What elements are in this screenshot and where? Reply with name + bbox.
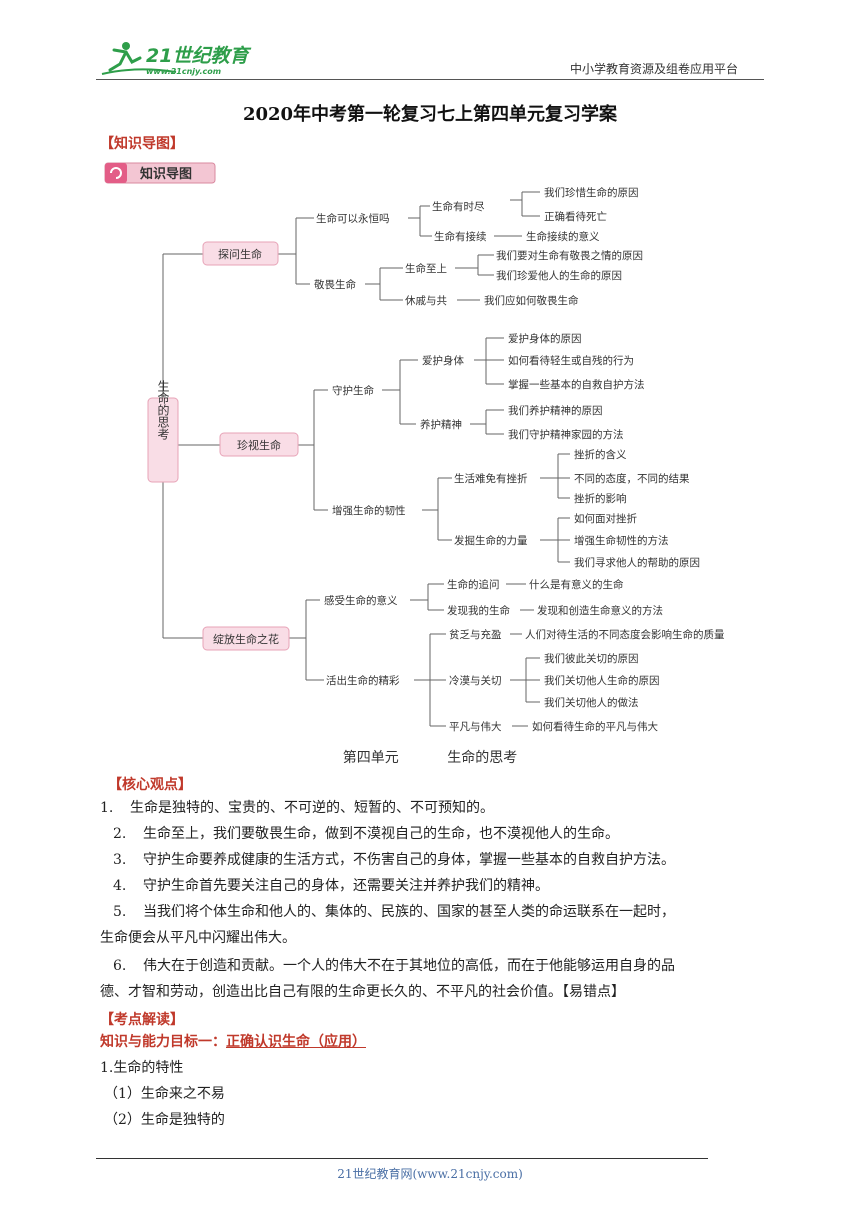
core-point-6-cont: 德、才智和劳动，创造出比自己有限的生命更长久的、不平凡的社会价值。【易错点】 xyxy=(100,984,625,1000)
footer-link[interactable]: 21世纪教育网(www.21cnjy.com) xyxy=(337,1167,523,1181)
node-b2-l4d-1: 增强生命韧性的方法 xyxy=(574,534,669,547)
node-b1-l3b: 生命有接续 xyxy=(434,230,487,243)
sub-point-1: （1）生命来之不易 xyxy=(104,1086,225,1102)
node-b1-l2a: 生命可以永恒吗 xyxy=(316,212,390,225)
node-b2-l4d-2: 我们寻求他人的帮助的原因 xyxy=(574,556,700,569)
node-b1-l4c-1: 我们珍爱他人的生命的原因 xyxy=(496,269,622,282)
knowledge-map-badge: 知识导图 xyxy=(104,162,216,184)
branch-label-bloom: 绽放生命之花 xyxy=(213,632,279,646)
node-b1-l4b: 生命接续的意义 xyxy=(526,230,600,243)
node-b2-l4a-2: 掌握一些基本的自救自护方法 xyxy=(508,378,645,391)
node-b2-l2b: 增强生命的韧性 xyxy=(332,504,406,517)
life-characteristics-heading: 1.生命的特性 xyxy=(100,1060,184,1076)
node-b2-l4a-0: 爱护身体的原因 xyxy=(508,332,582,345)
node-b3-l3e: 平凡与伟大 xyxy=(449,720,502,733)
document-title: 2020年中考第一轮复习七上第四单元复习学案 xyxy=(242,104,618,125)
node-b1-l4d: 我们应如何敬畏生命 xyxy=(484,294,579,307)
node-b2-l3c: 生活难免有挫折 xyxy=(454,472,528,485)
node-b2-l4c-0: 挫折的含义 xyxy=(574,448,627,461)
platform-name: 中小学教育资源及组卷应用平台 xyxy=(570,62,739,76)
node-b3-l3d: 冷漠与关切 xyxy=(449,674,502,687)
node-b1-l4c-0: 我们要对生命有敬畏之情的原因 xyxy=(496,249,643,262)
core-point-5-cont: 生命便会从平凡中闪耀出伟大。 xyxy=(100,930,296,946)
core-point-6: 6.伟大在于创造和贡献。一个人的伟大不在于其地位的高低，而在于他能够运用自身的品 xyxy=(113,958,675,974)
node-b3-l4e: 如何看待生命的平凡与伟大 xyxy=(532,720,658,733)
branch-node-cherish: 珍视生命 xyxy=(219,432,299,457)
node-b2-l4a-1: 如何看待轻生或自残的行为 xyxy=(508,354,634,367)
section-exam-points: 【考点解读】 xyxy=(100,1012,184,1028)
core-point-5: 5.当我们将个体生命和他人的、集体的、民族的、国家的甚至人类的命运联系在一起时， xyxy=(113,904,675,920)
logo-runner-icon: 21世纪教育 www.21cnjy.com xyxy=(101,42,251,76)
core-point-2: 2.生命至上，我们要敬畏生命，做到不漠视自己的生命，也不漠视他人的生命。 xyxy=(113,826,619,842)
node-b2-l4c-1: 不同的态度，不同的结果 xyxy=(574,472,690,485)
node-b2-l4d-0: 如何面对挫折 xyxy=(574,512,637,525)
core-point-3: 3.守护生命要养成健康的生活方式，不伤害自己的身体，掌握一些基本的自救自护方法。 xyxy=(113,852,675,868)
node-b3-l3a: 生命的追问 xyxy=(447,578,500,591)
node-b3-l4c: 人们对待生活的不同态度会影响生命的质量 xyxy=(525,628,725,641)
node-b1-l3d: 休戚与共 xyxy=(405,295,447,307)
goal-heading: 知识与能力目标一：正确认识生命（应用） xyxy=(100,1034,366,1050)
node-b1-l4a-0: 我们珍惜生命的原因 xyxy=(544,186,639,199)
branch-node-bloom: 绽放生命之花 xyxy=(202,626,290,651)
knowledge-mindmap: 知识导图 生命的思考 探问生命 珍视生命 绽放生命之花 生命可以永恒吗 生命有时… xyxy=(104,162,725,733)
branch-node-explore: 探问生命 xyxy=(202,241,279,266)
node-b3-l4d-1: 我们关切他人生命的原因 xyxy=(544,674,660,687)
node-b2-l3a: 爱护身体 xyxy=(422,354,464,367)
node-b2-l3b: 养护精神 xyxy=(420,418,462,431)
node-b3-l4a: 什么是有意义的生命 xyxy=(529,578,624,591)
logo-url: www.21cnjy.com xyxy=(146,67,221,76)
root-node: 生命的思考 xyxy=(147,380,179,483)
node-b2-l2a: 守护生命 xyxy=(332,384,374,397)
core-point-4: 4.守护生命首先要关注自己的身体，还需要关注并养护我们的精神。 xyxy=(113,878,549,894)
node-b3-l2a: 感受生命的意义 xyxy=(324,594,398,607)
node-b3-l3b: 发现我的生命 xyxy=(447,604,510,617)
section-core-points: 【核心观点】 xyxy=(108,777,192,793)
node-b3-l3c: 贫乏与充盈 xyxy=(449,628,502,641)
node-b3-l4d-2: 我们关切他人的做法 xyxy=(544,696,639,709)
caption-name: 生命的思考 xyxy=(447,750,518,766)
node-b2-l4b-0: 我们养护精神的原因 xyxy=(508,404,603,417)
branch-label-explore: 探问生命 xyxy=(218,247,262,261)
node-b1-l2b: 敬畏生命 xyxy=(314,278,356,291)
site-logo: 21世纪教育 www.21cnjy.com xyxy=(96,36,266,80)
header-divider xyxy=(96,79,764,80)
node-b2-l4b-1: 我们守护精神家园的方法 xyxy=(508,428,624,441)
node-b3-l2b: 活出生命的精彩 xyxy=(326,674,400,687)
badge-label: 知识导图 xyxy=(140,166,192,182)
branch-label-cherish: 珍视生命 xyxy=(237,438,281,452)
refresh-icon xyxy=(110,167,122,179)
caption-unit: 第四单元 xyxy=(342,750,399,766)
root-label: 生命的思考 xyxy=(156,380,170,440)
logo-text: 21世纪教育 xyxy=(146,45,251,67)
node-b1-l3c: 生命至上 xyxy=(405,262,447,275)
mindmap-caption: 第四单元 生命的思考 xyxy=(0,747,860,767)
footer-divider xyxy=(96,1158,708,1159)
section-knowledge-map: 【知识导图】 xyxy=(100,136,184,152)
node-b3-l4d-0: 我们彼此关切的原因 xyxy=(544,652,639,665)
node-b2-l3d: 发掘生命的力量 xyxy=(454,534,528,547)
node-b1-l4a-1: 正确看待死亡 xyxy=(544,210,607,223)
sub-point-2: （2）生命是独特的 xyxy=(104,1112,225,1128)
node-b2-l4c-2: 挫折的影响 xyxy=(574,492,627,505)
node-b3-l4b: 发现和创造生命意义的方法 xyxy=(537,604,663,617)
core-point-1: 1.生命是独特的、宝贵的、不可逆的、短暂的、不可预知的。 xyxy=(100,800,494,816)
node-b1-l3a: 生命有时尽 xyxy=(432,200,485,213)
